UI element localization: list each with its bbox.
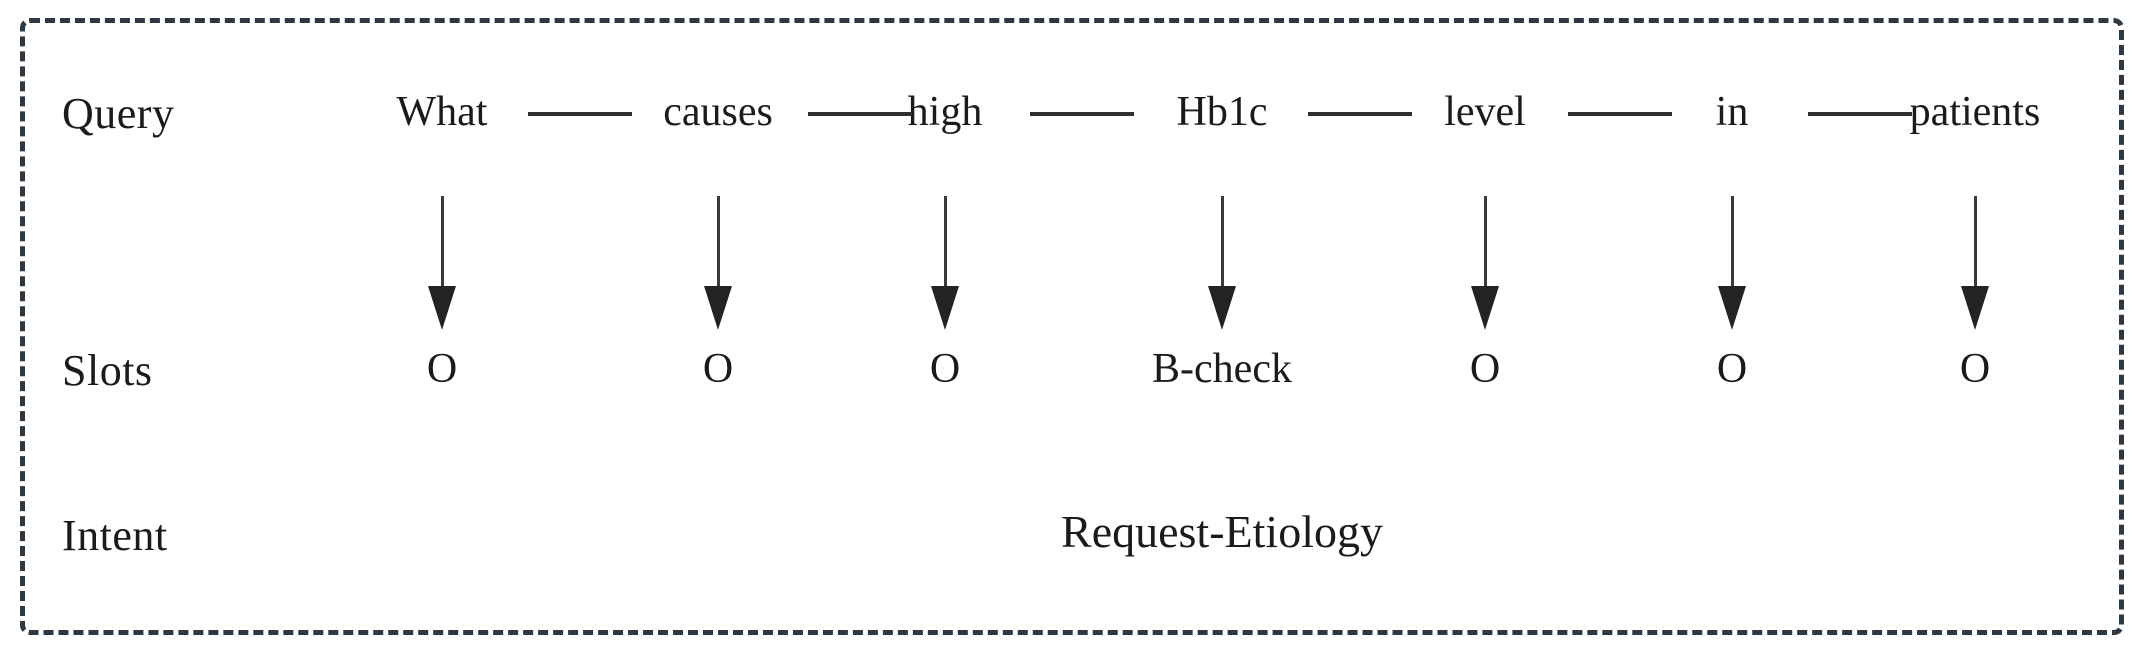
token-connector-line <box>1030 112 1134 116</box>
row-label-intent: Intent <box>62 511 168 560</box>
down-arrow-icon <box>701 196 735 330</box>
down-arrow-icon <box>425 196 459 330</box>
arrow-shaft <box>716 196 720 294</box>
slot-value: O <box>1469 346 1501 392</box>
row-label-slots: Slots <box>62 346 153 395</box>
arrow-head <box>1471 286 1499 330</box>
slot-value: O <box>929 346 961 392</box>
slot-value: O <box>426 346 458 392</box>
arrow-shaft <box>943 196 947 294</box>
intent-value: Request-Etiology <box>1061 506 1383 557</box>
arrow-shaft <box>1730 196 1734 294</box>
token-connector-line <box>528 112 632 116</box>
query-token: patients <box>1909 89 2041 135</box>
down-arrow-icon <box>928 196 962 330</box>
arrow-head <box>704 286 732 330</box>
token-connector-line <box>808 112 912 116</box>
arrow-head <box>1208 286 1236 330</box>
query-token: Hb1c <box>1176 89 1268 135</box>
token-connector-line <box>1568 112 1672 116</box>
row-label-query: Query <box>62 89 175 138</box>
arrow-shaft <box>1220 196 1224 294</box>
query-token: in <box>1715 89 1749 135</box>
token-connector-line <box>1308 112 1412 116</box>
query-token: causes <box>663 89 773 135</box>
arrow-head <box>1961 286 1989 330</box>
arrow-shaft <box>1973 196 1977 294</box>
query-token: high <box>907 89 983 135</box>
down-arrow-icon <box>1958 196 1992 330</box>
down-arrow-icon <box>1468 196 1502 330</box>
query-token: level <box>1444 89 1526 135</box>
slot-value: O <box>1716 346 1748 392</box>
dashed-border-frame <box>20 18 2124 635</box>
arrow-shaft <box>440 196 444 294</box>
arrow-head <box>1718 286 1746 330</box>
token-connector-line <box>1808 112 1912 116</box>
arrow-head <box>931 286 959 330</box>
arrow-shaft <box>1483 196 1487 294</box>
slot-value: B-check <box>1152 346 1292 392</box>
down-arrow-icon <box>1205 196 1239 330</box>
slot-value: O <box>1959 346 1991 392</box>
arrow-head <box>428 286 456 330</box>
query-token: What <box>396 89 488 135</box>
slot-value: O <box>702 346 734 392</box>
down-arrow-icon <box>1715 196 1749 330</box>
